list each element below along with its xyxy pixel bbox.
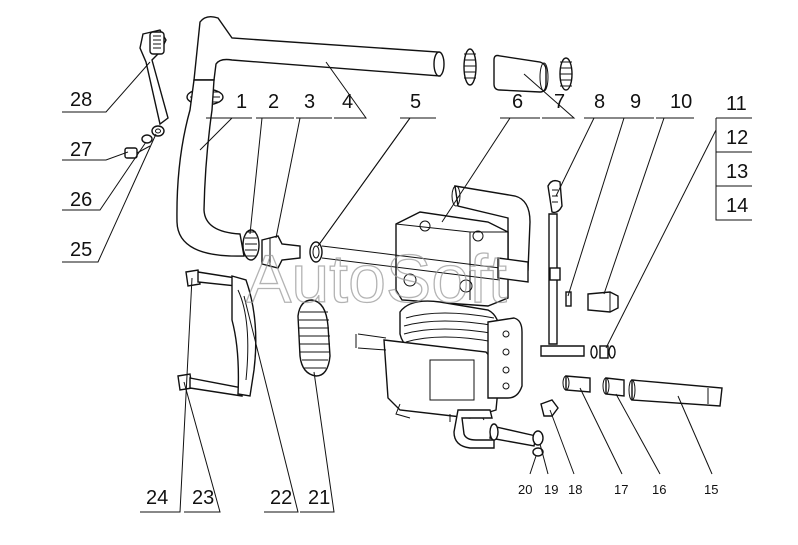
callout-17: 17 [614,482,628,497]
callout-5: 5 [410,91,421,113]
callout-23: 23 [192,487,214,509]
clamp-part-7-left [463,48,477,86]
callout-3: 3 [304,91,315,113]
callout-24: 24 [146,487,168,509]
callout-14: 14 [726,195,748,217]
callout-21: 21 [308,487,330,509]
air-compressor-part-6 [355,185,531,422]
callout-19: 19 [544,482,558,497]
clamp-part-7-right [559,57,573,91]
seal-part-9 [565,291,572,307]
sleeve-part-17 [562,375,591,393]
callout-15: 15 [704,482,718,497]
tube-part-15 [628,379,723,407]
oring-part-5 [309,241,323,263]
callout-1: 1 [236,91,247,113]
callout-28: 28 [70,89,92,111]
callout-labels: 28 1 2 3 4 5 6 7 8 9 10 11 12 13 14 27 2… [70,89,748,509]
callout-11: 11 [726,93,747,115]
leader-lines [62,61,752,513]
pipe-part-8 [540,179,585,357]
bolt-part-23 [177,373,243,397]
callout-10: 10 [670,91,692,113]
callout-9: 9 [630,91,641,113]
sleeve-part-7 [493,54,549,93]
pipe-parts-18-20 [453,399,559,457]
bolt-part-24 [185,269,237,287]
clamp-part-2 [242,229,260,261]
shaft-line [321,245,529,283]
hose-part-1 [176,79,245,257]
gear-part-21 [297,299,331,377]
callout-26: 26 [70,189,92,211]
washer-part-25 [151,125,165,137]
bracket-part-28 [139,29,169,126]
callout-7: 7 [554,91,565,113]
nut-parts-11-14 [590,345,616,359]
watermark-text: AutoSoft [246,241,507,317]
callout-4: 4 [342,91,353,113]
washer-part-26 [141,134,153,144]
hose-part-4 [193,15,445,81]
callout-16: 16 [652,482,666,497]
callout-8: 8 [594,91,605,113]
sleeve-part-16 [602,377,625,397]
fitting-part-10 [587,291,619,313]
callout-6: 6 [512,91,523,113]
callout-13: 13 [726,161,748,183]
callout-27: 27 [70,139,92,161]
fitting-part-3 [261,235,301,269]
callout-2: 2 [268,91,279,113]
callout-12: 12 [726,127,748,149]
callout-20: 20 [518,482,532,497]
callout-22: 22 [270,487,292,509]
callout-25: 25 [70,239,92,261]
callout-18: 18 [568,482,582,497]
gasket-part-22 [231,275,257,397]
